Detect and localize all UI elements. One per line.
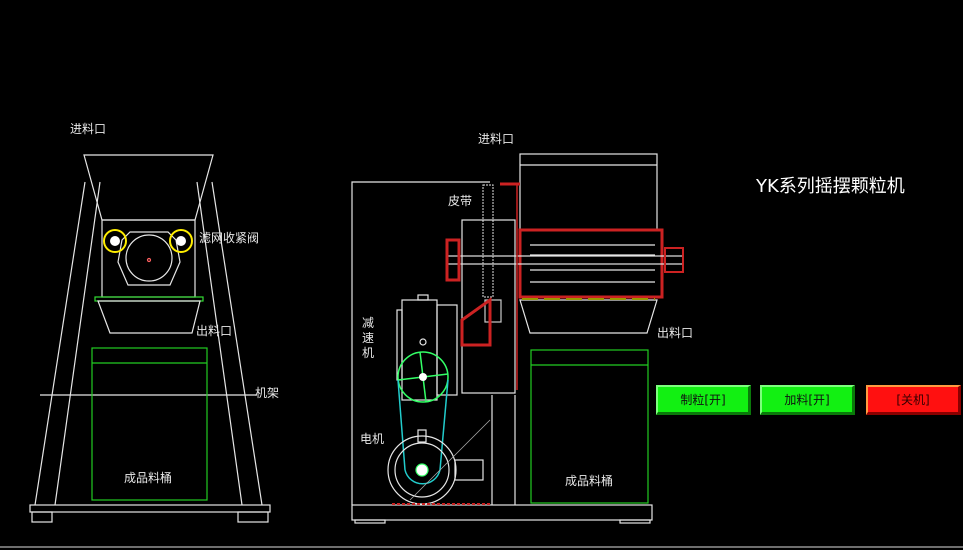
belt-label: 皮带 [448, 194, 473, 208]
front-bin-label: 成品料桶 [124, 471, 173, 485]
motor-icon [387, 419, 491, 505]
reducer [401, 299, 438, 401]
side-outlet-label: 出料口 [657, 326, 694, 340]
front-outlet [97, 300, 201, 334]
page-title: YK系列摇摆颗粒机 [756, 176, 905, 197]
reducer-label: 减速机 [362, 316, 375, 360]
front-inlet-label: 进料口 [70, 122, 107, 136]
front-rotor [125, 234, 173, 282]
screen-valve-left-icon [103, 229, 127, 253]
front-hopper [83, 154, 214, 221]
side-bin [530, 349, 649, 504]
frame-label: 机架 [255, 386, 280, 400]
screen-valve-label: 滤网收紧阀 [199, 231, 260, 245]
front-outlet-label: 出料口 [196, 324, 233, 338]
screen-valve-right-icon [169, 229, 193, 253]
gearbox [461, 219, 516, 394]
side-view [351, 153, 684, 524]
belt-icon [397, 379, 449, 485]
side-outlet [519, 299, 658, 334]
gear [482, 184, 494, 298]
front-view [29, 154, 271, 523]
motor-label: 电机 [360, 432, 385, 446]
front-bin [91, 347, 208, 501]
side-bin-label: 成品料桶 [565, 474, 614, 488]
side-inlet-label: 进料口 [478, 132, 515, 146]
granulate-on-button[interactable]: 制粒[开] [656, 385, 751, 415]
shutdown-button[interactable]: [关机] [866, 385, 961, 415]
feed-on-button[interactable]: 加料[开] [760, 385, 855, 415]
